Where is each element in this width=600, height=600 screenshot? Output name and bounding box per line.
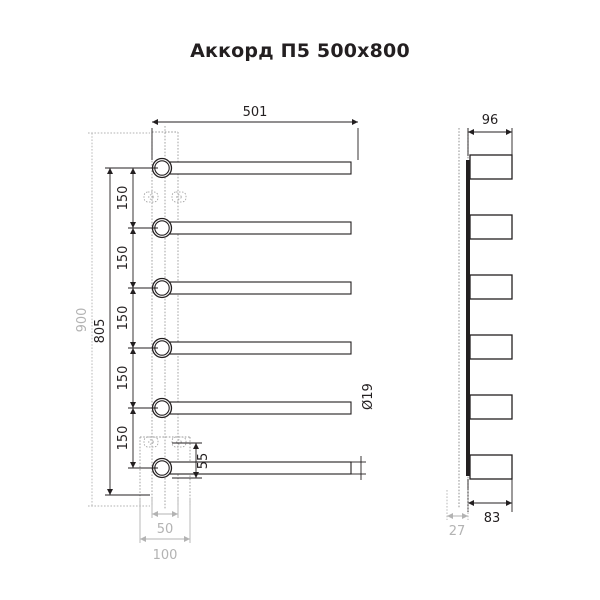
dim-label-100: 100 [153,548,178,563]
dim-label-50: 50 [157,522,174,537]
dim-label-501: 501 [243,105,268,120]
dim-label-pitch-2: 150 [116,246,131,271]
dim-overall-width: 501 [151,105,359,160]
dim-side-depth-96: 96 [467,113,513,156]
side-rail-profiles [469,154,513,480]
mounting-hole-markers [143,191,187,448]
dim-side-depth-83: 83 [467,479,513,526]
front-view-group: 501 805 900 [75,105,376,563]
rail-pivot-circles [151,157,173,479]
dim-label-27: 27 [449,524,466,539]
dim-label-pitch-1: 150 [116,186,131,211]
dim-label-96: 96 [482,113,499,128]
dim-base-inner-50: 50 [151,498,179,537]
dim-label-83: 83 [484,511,501,526]
dim-label-d19: Ø19 [361,383,376,410]
dim-label-900: 900 [75,308,90,333]
side-manifold-body [466,160,470,476]
dim-overall-height-805: 805 [93,167,150,496]
dim-label-55: 55 [196,453,211,470]
dim-label-pitch-3: 150 [116,306,131,331]
page-title: Аккорд П5 500х800 [190,40,410,62]
dim-label-805: 805 [93,319,108,344]
dim-label-pitch-4: 150 [116,366,131,391]
side-view-group: 96 83 27 [446,113,513,539]
dim-bottom-offset-55: 55 [172,442,211,479]
dim-overall-height-900: 900 [75,132,150,507]
dim-base-outer-100: 100 [139,498,191,563]
dim-pitch-chain [128,167,158,469]
dim-label-pitch-5: 150 [116,426,131,451]
dim-tube-diameter: Ø19 [351,383,376,480]
rail-bars [160,161,352,475]
dim-side-wall-gap-27: 27 [446,490,469,539]
